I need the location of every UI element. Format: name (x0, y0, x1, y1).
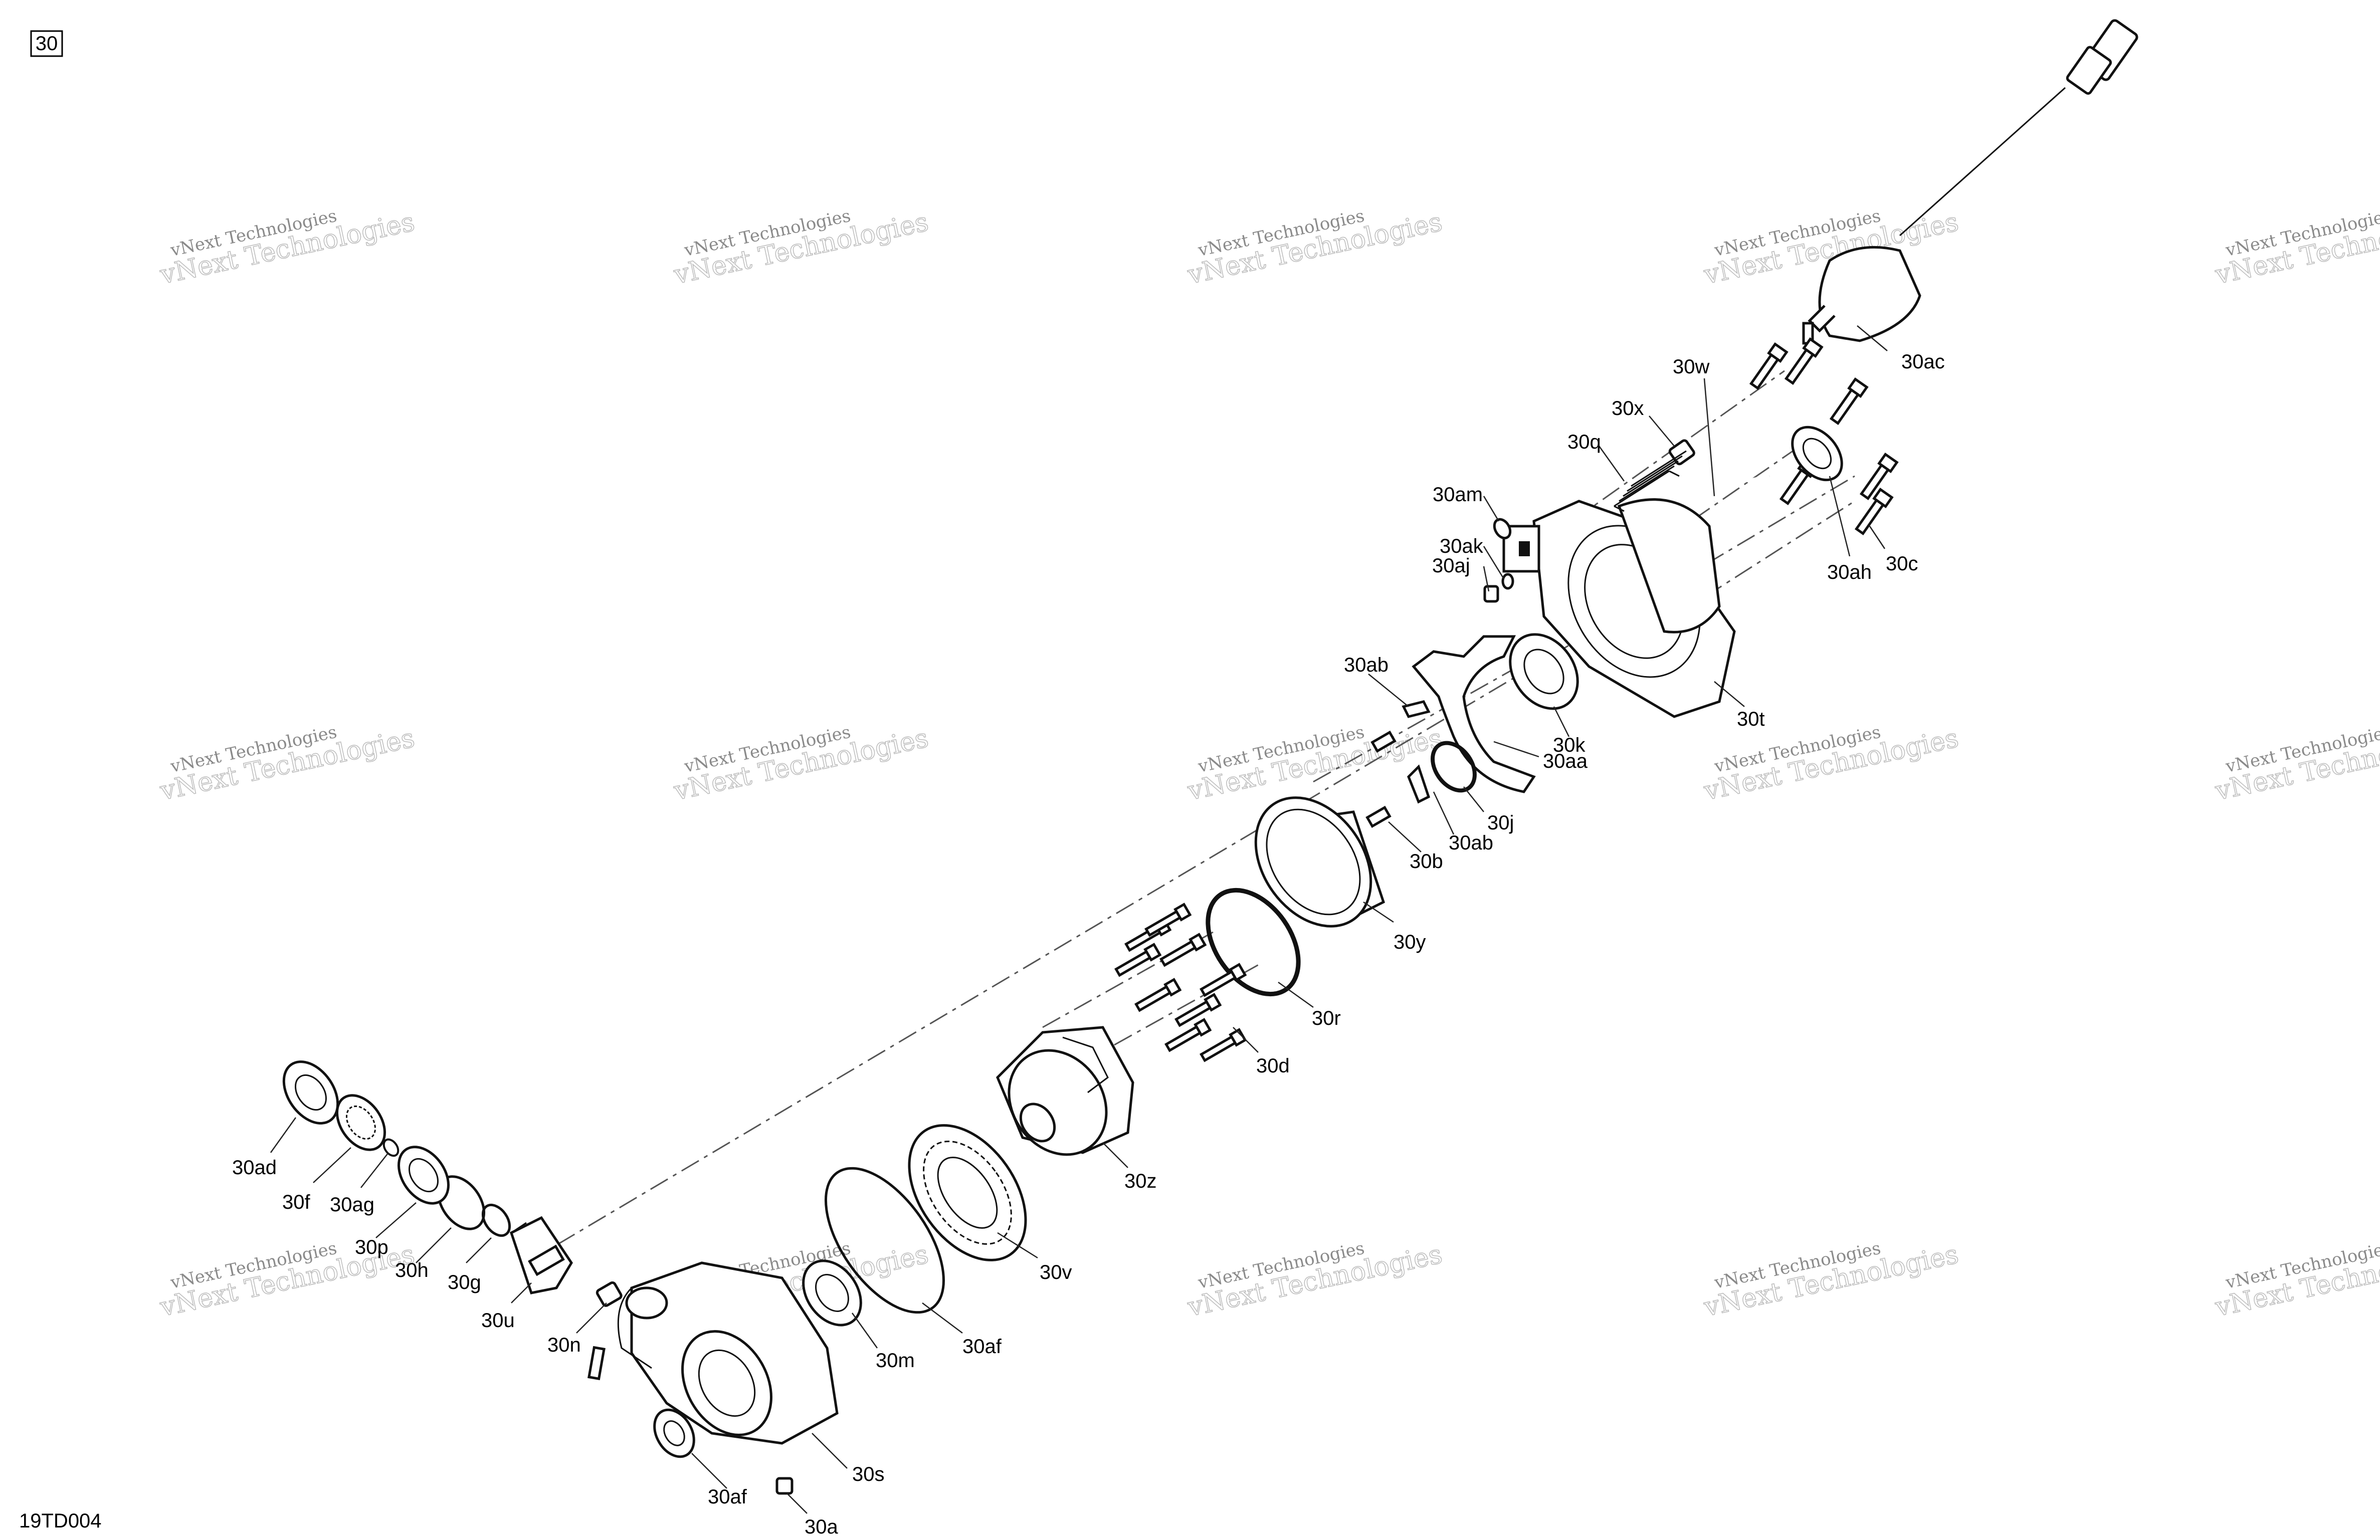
part-30r-oring (1206, 888, 1301, 997)
watermark: vNext Technologies vNext Technologies (1701, 1238, 1961, 1323)
part-30p-bearing (398, 1146, 450, 1205)
part-30af-oring (825, 1167, 945, 1314)
part-30af-seal (653, 1408, 695, 1458)
label-30ab-upper: 30ab (1344, 654, 1389, 676)
part-30k-seal (1509, 633, 1579, 710)
part-30z-differential-carrier (996, 1026, 1134, 1156)
label-30q: 30q (1567, 431, 1601, 453)
label-30x: 30x (1612, 397, 1644, 419)
label-30af-bottom: 30af (708, 1486, 747, 1508)
label-30ah: 30ah (1827, 561, 1872, 583)
watermark: vNext Technologies vNext Technologies (2212, 1238, 2380, 1323)
part-30y-ring-sleeve (1254, 796, 1385, 928)
part-30am-oring (1493, 518, 1512, 540)
part-30v-ring-gear (908, 1124, 1027, 1261)
watermark: vNext Technologies vNext Technologies (671, 206, 931, 291)
part-30ad-seal (282, 1060, 339, 1125)
label-30p: 30p (355, 1236, 388, 1258)
part-30ag-oring (382, 1138, 400, 1157)
label-30y: 30y (1394, 931, 1426, 953)
label-30h: 30h (395, 1259, 429, 1281)
watermark: vNext Technologies vNext Technologies (157, 206, 418, 291)
label-30ak: 30ak (1440, 535, 1484, 557)
label-30c: 30c (1886, 553, 1918, 575)
label-30af-left: 30af (962, 1336, 1002, 1358)
part-30w-breather-hose (1713, 475, 1770, 502)
label-30ad: 30ad (232, 1157, 277, 1179)
part-30s-main-housing (617, 1261, 839, 1445)
bolt-set-30d (1114, 903, 1247, 1062)
assembly-axis-line (526, 475, 1855, 1264)
bolt-set-30c (1749, 337, 1899, 536)
label-30j: 30j (1487, 812, 1514, 834)
part-30t-housing-cover (1502, 498, 1736, 718)
label-30b: 30b (1410, 850, 1443, 872)
label-30aj: 30aj (1432, 555, 1470, 577)
part-30ah-bearing (1791, 425, 1843, 482)
label-30w: 30w (1673, 356, 1709, 378)
label-30f: 30f (282, 1191, 310, 1213)
watermark: vNext Technologies vNext Technologies (157, 722, 418, 807)
label-30k: 30k (1553, 734, 1585, 756)
label-30v: 30v (1040, 1261, 1072, 1283)
watermark: vNext Technologies vNext Technologies (1184, 1238, 1445, 1323)
part-spring-clip (587, 1346, 606, 1381)
page-number: 30 (36, 33, 58, 55)
part-30ab-pad (1402, 700, 1431, 718)
label-30u: 30u (481, 1309, 515, 1332)
part-30g-oring (481, 1203, 511, 1237)
label-30d: 30d (1256, 1055, 1290, 1077)
page-number-box: 30 (30, 30, 63, 57)
part-30j-circlip (1431, 741, 1477, 793)
label-30g: 30g (448, 1271, 481, 1293)
watermark: vNext Technologies vNext Technologies (2212, 722, 2380, 807)
part-30ak-washer (1501, 573, 1514, 590)
label-30am: 30am (1433, 484, 1483, 506)
label-30a: 30a (805, 1516, 838, 1538)
label-30ab-lower: 30ab (1449, 832, 1493, 854)
label-30ag: 30ag (330, 1194, 374, 1216)
watermark-grid: vNext Technologies vNext Technologies vN… (157, 206, 2380, 1323)
part-30ab-pad (1407, 764, 1431, 804)
label-30t: 30t (1737, 708, 1765, 730)
part-30n-bushing (596, 1281, 623, 1307)
part-30aj-plug (1483, 585, 1499, 603)
label-30r: 30r (1312, 1007, 1341, 1029)
part-30aa-shift-fork (1412, 635, 1536, 793)
part-30q-spring (1614, 450, 1687, 512)
label-30n: 30n (547, 1334, 581, 1356)
label-30z: 30z (1124, 1170, 1157, 1192)
part-labels: 30ac 30w 30x 30q 30am 30ak 30aj 30ah 30c… (232, 351, 1945, 1538)
part-30b-screw (1365, 730, 1397, 828)
watermark: vNext Technologies vNext Technologies (1184, 206, 1445, 291)
label-30s: 30s (852, 1463, 885, 1485)
label-30aa: 30aa (1543, 750, 1588, 772)
leader-lines (270, 325, 1888, 1514)
label-30ac: 30ac (1901, 351, 1945, 373)
watermark: vNext Technologies vNext Technologies (2212, 206, 2380, 291)
part-30u-pinion-shaft (509, 1216, 573, 1294)
part-30f-needle-bearing (335, 1094, 386, 1151)
watermark: vNext Technologies vNext Technologies (671, 722, 931, 807)
part-30a-drain-plug (775, 1477, 794, 1495)
watermark: vNext Technologies vNext Technologies (1184, 722, 1445, 807)
drawing-code: 19TD004 (19, 1510, 102, 1532)
label-30m: 30m (876, 1350, 915, 1372)
part-30ac-actuator-sensor (1802, 19, 2138, 345)
part-30m-bearing (802, 1259, 862, 1327)
